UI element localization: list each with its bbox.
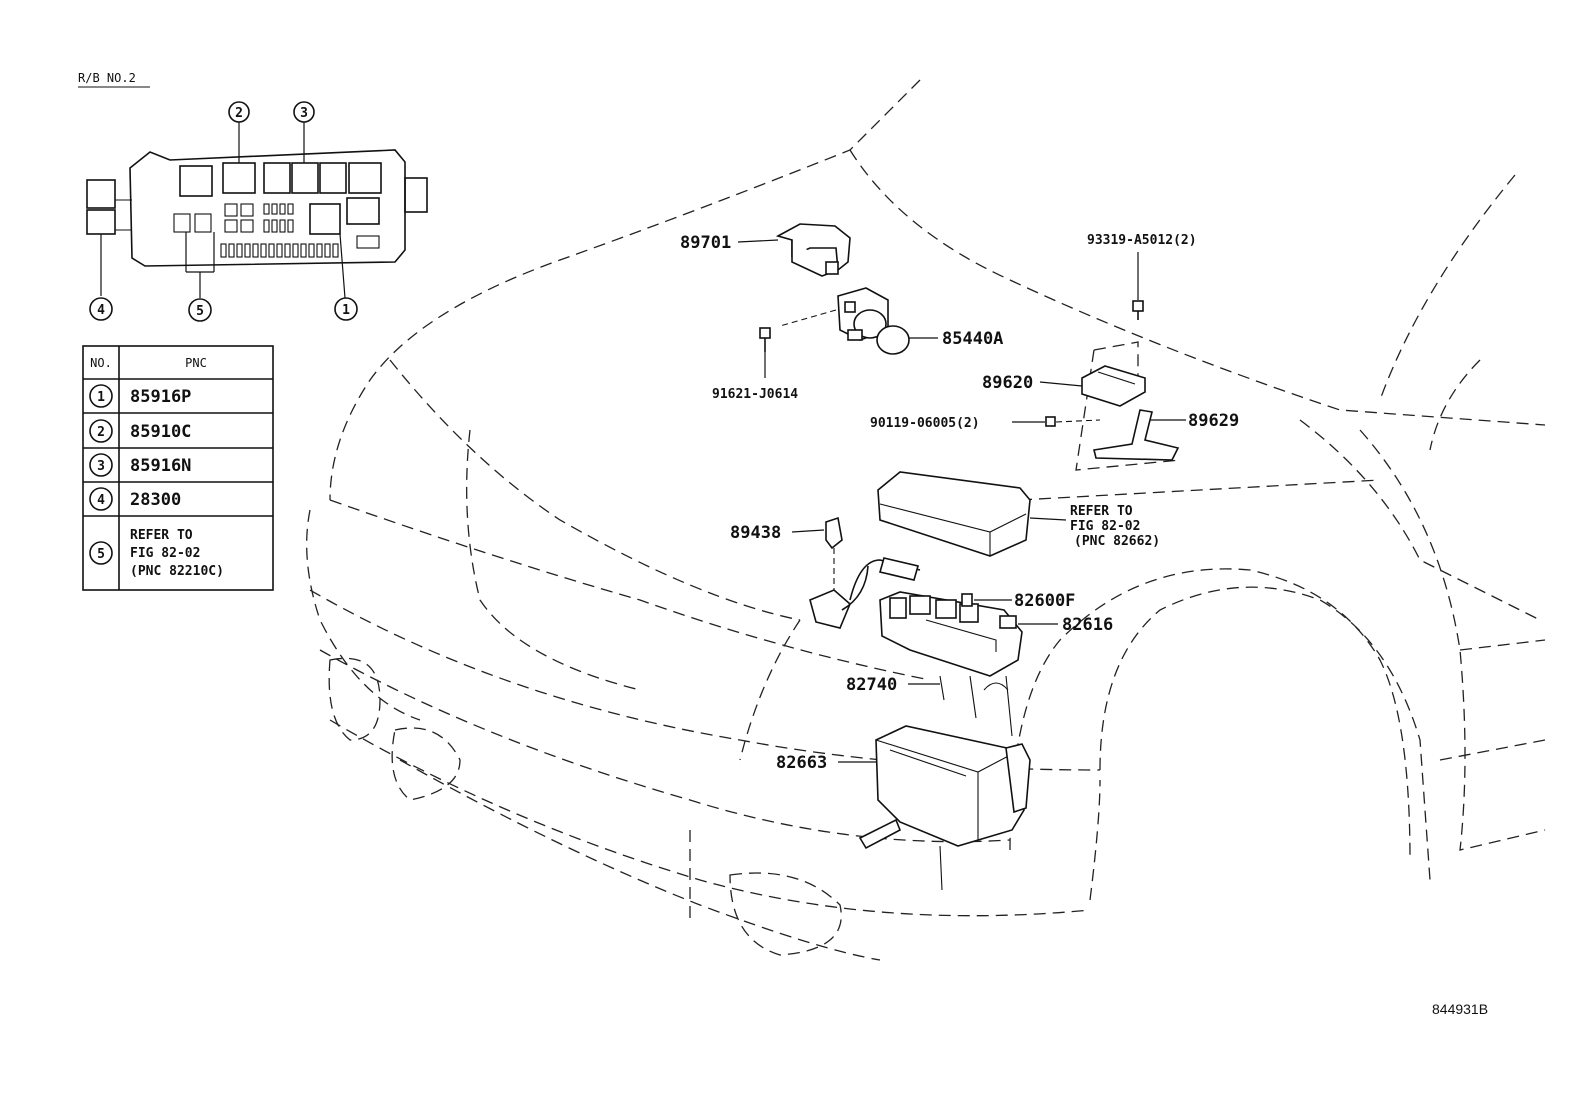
table-row-no: 4 [97, 493, 105, 508]
pnc-table: NO. PNC 1 85916P 2 85910C 3 85916N 4 283… [82, 345, 274, 591]
table-row-pnc: 28300 [130, 490, 181, 510]
callout-3: 3 [300, 106, 308, 121]
vehicle-body-outline [306, 79, 1546, 961]
label-91621: 91621-J0614 [712, 387, 798, 402]
label-89438: 89438 [730, 523, 781, 543]
part-85440a-valve [779, 287, 938, 355]
label-82616: 82616 [1062, 615, 1113, 635]
table-row-pnc-line: FIG 82-02 [130, 546, 200, 561]
table-row-pnc: 85910C [130, 422, 191, 442]
label-82663: 82663 [776, 753, 827, 773]
callout-5: 5 [196, 304, 204, 319]
refer-line-2: FIG 82-02 [1070, 519, 1140, 534]
callout-2: 2 [235, 106, 243, 121]
label-93319: 93319-A5012(2) [1087, 233, 1197, 248]
table-row-no: 3 [97, 459, 105, 474]
label-85440a: 85440A [942, 329, 1003, 349]
part-89701-bracket [737, 223, 851, 277]
label-89701: 89701 [680, 233, 731, 253]
table-row-pnc: 85916P [130, 387, 191, 407]
table-row-no: 5 [97, 547, 105, 562]
label-90119: 90119-06005(2) [870, 416, 980, 431]
relay-block-inset: R/B NO.2 [78, 71, 428, 322]
part-89620-module [1039, 341, 1181, 471]
table-row-pnc-line: REFER TO [130, 528, 193, 543]
part-89629-bracket [1093, 409, 1186, 461]
part-93319-screw [1132, 252, 1144, 320]
label-82740: 82740 [846, 675, 897, 695]
part-91621-bolt [759, 327, 771, 378]
part-82616-fuse [999, 615, 1058, 629]
refer-line-1: REFER TO [1070, 504, 1133, 519]
part-89438-sensor [791, 516, 921, 629]
table-header-pnc: PNC [185, 356, 207, 370]
table-row-no: 1 [97, 390, 105, 405]
callout-4: 4 [97, 303, 105, 318]
figure-id: 844931B [1432, 1001, 1488, 1017]
refer-line-3: (PNC 82662) [1074, 534, 1160, 549]
table-row-pnc: 85916N [130, 456, 191, 476]
table-header-no: NO. [90, 356, 112, 370]
label-89629: 89629 [1188, 411, 1239, 431]
mini-fuse-row [220, 203, 339, 258]
table-row-no: 2 [97, 425, 105, 440]
part-82740-relay-block [879, 591, 1023, 737]
label-82600f: 82600F [1014, 591, 1075, 611]
part-90119-bolt [1012, 416, 1101, 427]
table-row-pnc-line: (PNC 82210C) [130, 564, 224, 579]
part-82600f-fuse [961, 593, 1012, 607]
relay-block-title: R/B NO.2 [78, 71, 136, 85]
part-82663-lower-case [838, 725, 1031, 891]
callout-1: 1 [342, 303, 350, 318]
label-89620: 89620 [982, 373, 1033, 393]
part-82662-cover [877, 471, 1067, 557]
